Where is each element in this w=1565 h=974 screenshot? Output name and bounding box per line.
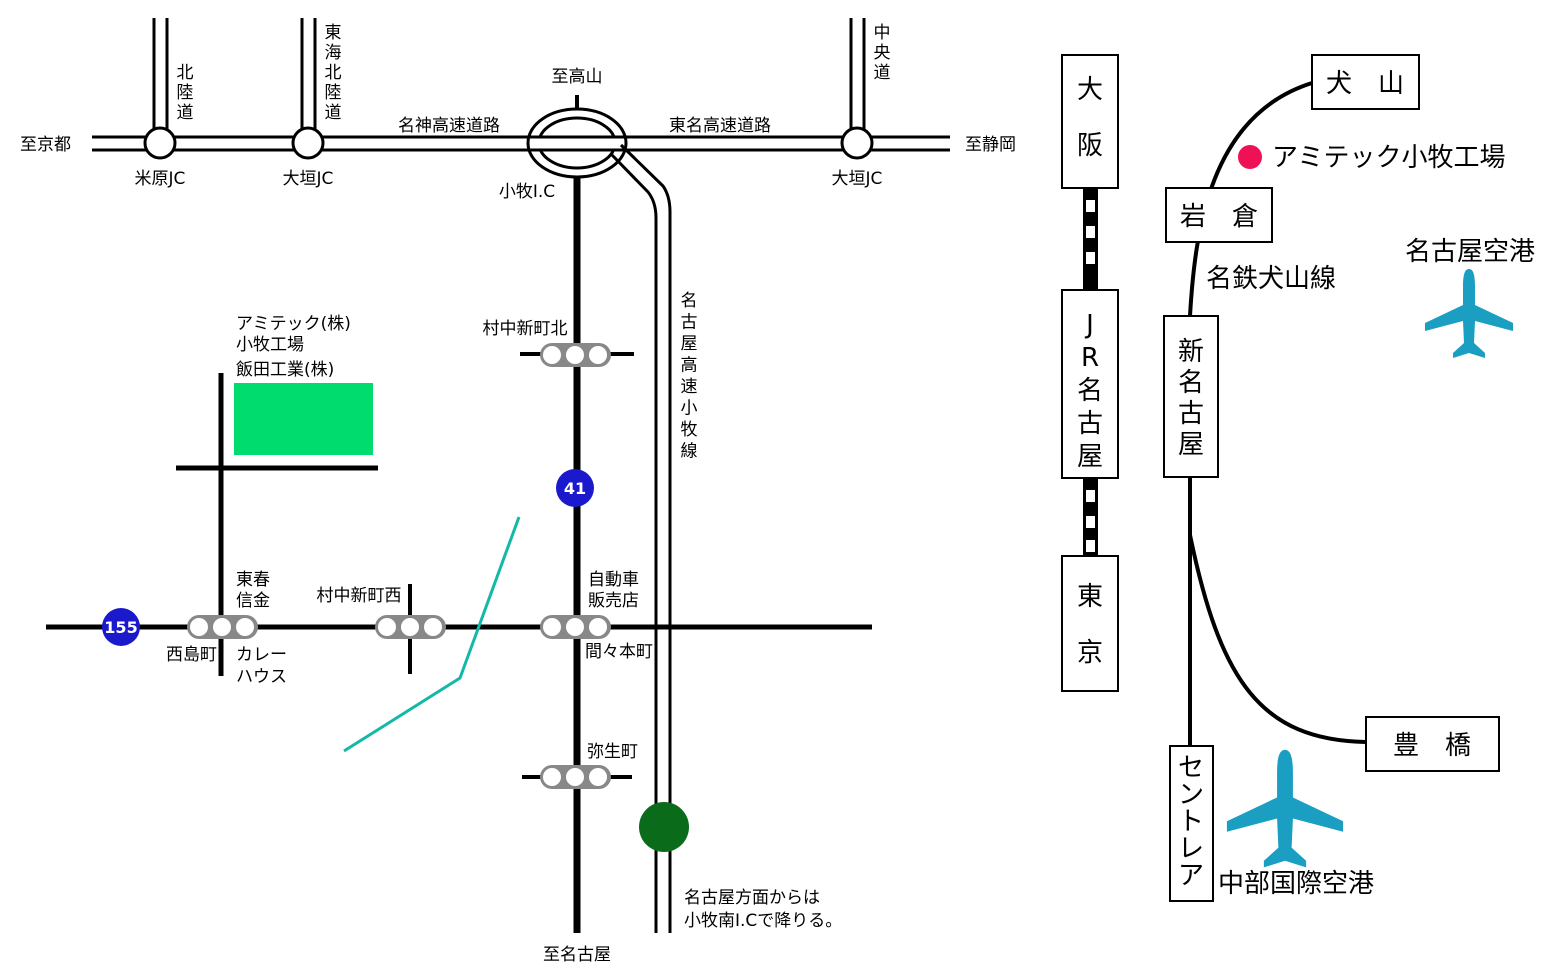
ogaki-jc-west-label: 大垣JC: [283, 169, 334, 189]
to-nagoya-label: 至名古屋: [543, 945, 611, 965]
dealer-label-1: 自動車: [588, 570, 639, 590]
company-name-label: アミテック(株): [236, 314, 351, 334]
tokai-hokuriku-label: 東海北陸道: [325, 23, 342, 123]
hokuriku-label: 北陸道: [177, 63, 194, 123]
chubu-airport-icon: [1226, 749, 1344, 868]
komaki-ic-interchange: [526, 95, 628, 179]
to-kyoto-label: 至京都: [20, 135, 71, 155]
note-line-2: 小牧南I.Cで降りる。: [684, 911, 842, 931]
meitetsu-toyohashi-line: [1188, 534, 1367, 744]
station-inuyama-label: 犬 山: [1326, 69, 1404, 99]
curry-house-label-1: カレー: [236, 645, 287, 665]
murakami-nishi-label: 村中新町西: [317, 586, 402, 606]
station-tokyo-label: 東京: [1077, 582, 1103, 668]
komaki-ic-label: 小牧I.C: [499, 182, 555, 202]
route-41-badge-label: 41: [564, 479, 586, 498]
signal-nishijima: [187, 615, 258, 639]
route-155-badge: 155: [102, 608, 140, 646]
nagoya-airport-icon: [1425, 269, 1513, 358]
signal-mamamoto: [540, 615, 611, 639]
chubu-airport-label: 中部国際空港: [1218, 869, 1374, 899]
station-osaka: [1061, 54, 1119, 189]
murakami-kita-label: 村中新町北: [483, 319, 568, 339]
mamamoto-label: 間々本町: [585, 642, 653, 662]
station-toyohashi-label: 豊 橋: [1393, 731, 1471, 761]
station-tokyo: [1061, 555, 1119, 692]
station-toyohashi: [1365, 716, 1500, 772]
jr-line: [1083, 187, 1098, 557]
nagoya-airport-label: 名古屋空港: [1405, 237, 1535, 267]
neighbor-company-label: 飯田工業(株): [236, 360, 334, 380]
factory-marker: [1238, 145, 1262, 169]
station-osaka-label: 大阪: [1077, 75, 1103, 161]
station-jr-nagoya: [1061, 289, 1119, 479]
curry-house-label-2: ハウス: [236, 667, 287, 687]
company-factory-label: 小牧工場: [236, 335, 304, 355]
ogaki-jc-west-marker: [291, 126, 325, 160]
yayoi-label: 弥生町: [587, 742, 638, 762]
signal-murakami-nishi: [375, 615, 446, 639]
maibara-jc-label: 米原JC: [135, 169, 186, 189]
meitetsu-line-label: 名鉄犬山線: [1206, 264, 1336, 294]
toshun-label-2: 信金: [236, 591, 270, 611]
ogaki-jc-east-marker: [840, 126, 874, 160]
station-centrair: [1169, 745, 1214, 902]
station-centrair-label: セントレア: [1178, 753, 1204, 891]
station-iwakura: [1165, 187, 1273, 243]
factory-area: [234, 383, 373, 455]
factory-label: アミテック小牧工場: [1272, 143, 1505, 173]
tomei-label: 東名高速道路: [669, 116, 771, 136]
station-shin-nagoya-label: 新名古屋: [1178, 337, 1204, 460]
nagoya-komaki-label: 名古屋高速小牧線: [681, 291, 698, 462]
to-takayama-label: 至高山: [552, 67, 603, 87]
meitetsu-inuyama-line: [1188, 81, 1313, 317]
meishin-label: 名神高速道路: [398, 116, 500, 136]
route-155-badge-label: 155: [104, 618, 137, 637]
ogaki-jc-east-label: 大垣JC: [832, 169, 883, 189]
river: [343, 516, 521, 753]
note-line-1: 名古屋方面からは: [684, 888, 820, 908]
station-iwakura-label: 岩 倉: [1180, 202, 1258, 232]
station-inuyama: [1311, 54, 1420, 110]
nishijima-label: 西島町: [166, 645, 217, 665]
station-shin-nagoya: [1163, 315, 1219, 478]
to-shizuoka-label: 至静岡: [965, 135, 1016, 155]
signal-yayoi: [540, 765, 611, 789]
exit-marker: [639, 802, 689, 852]
route-41-badge: 41: [556, 469, 594, 507]
signal-murakami-kita: [540, 343, 611, 367]
toshun-label-1: 東春: [236, 570, 270, 590]
maibara-jc-marker: [143, 126, 177, 160]
dealer-label-2: 販売店: [588, 591, 639, 611]
expressway-network: [92, 18, 950, 933]
chuo-label: 中央道: [874, 23, 891, 83]
